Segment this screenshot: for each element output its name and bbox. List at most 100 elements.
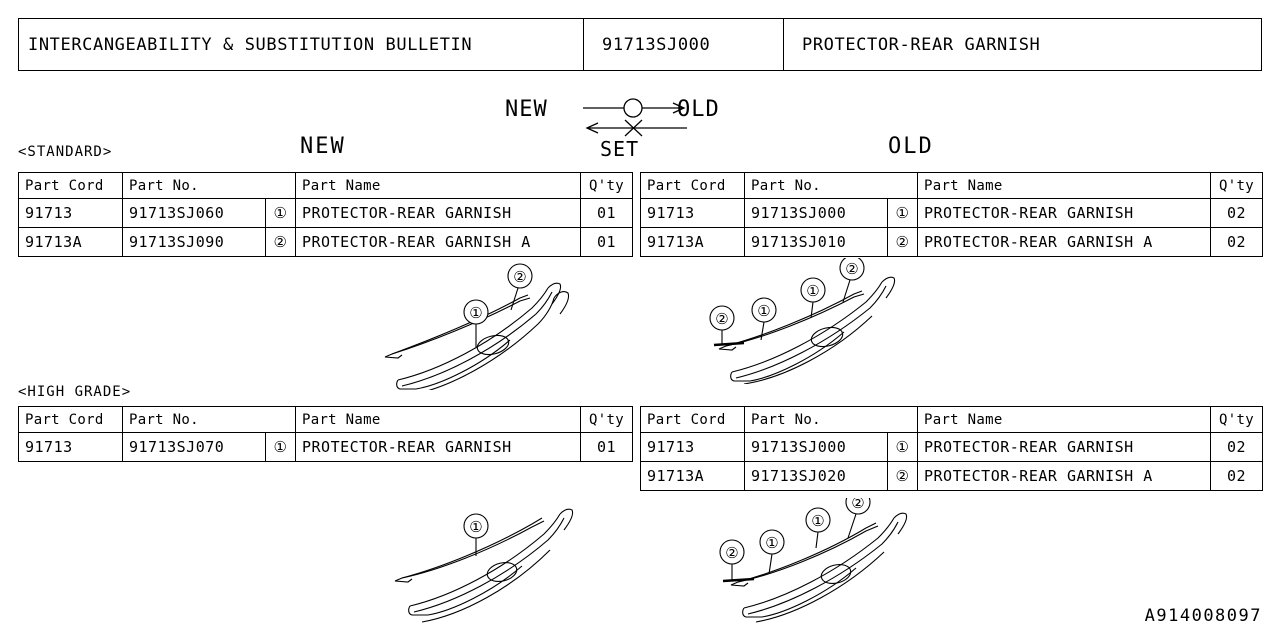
standard-old-table: Part Cord Part No. Part Name Q'ty 91713 … <box>640 172 1263 257</box>
cell-part-cord: 91713 <box>640 432 745 462</box>
table-header-row: Part Cord Part No. Part Name Q'ty <box>18 406 633 433</box>
table-header-row: Part Cord Part No. Part Name Q'ty <box>640 172 1263 199</box>
cell-part-no: 91713SJ020 <box>744 461 888 491</box>
cell-part-cord: 91713 <box>640 198 745 228</box>
callout-marker <box>463 299 489 348</box>
cell-part-name: PROTECTOR-REAR GARNISH <box>295 198 581 228</box>
table-row: 91713 91713SJ060 ① PROTECTOR-REAR GARNIS… <box>18 198 633 228</box>
cell-part-cord: 91713 <box>18 198 123 228</box>
cell-part-cord: 91713A <box>640 227 745 257</box>
col-part-no: Part No. <box>122 172 296 199</box>
table-header-row: Part Cord Part No. Part Name Q'ty <box>18 172 633 199</box>
cell-qty: 01 <box>580 227 633 257</box>
cell-qty: 01 <box>580 198 633 228</box>
cell-part-cord: 91713A <box>640 461 745 491</box>
col-part-no: Part No. <box>122 406 296 433</box>
cell-qty: 02 <box>1210 461 1263 491</box>
bulletin-part-name: PROTECTOR-REAR GARNISH <box>802 34 1041 55</box>
col-part-name: Part Name <box>917 172 1211 199</box>
callout-label-1: ① <box>469 518 482 536</box>
standard-old-heading: OLD <box>888 134 934 159</box>
cell-qty: 02 <box>1210 432 1263 462</box>
table-row: 91713A 91713SJ020 ② PROTECTOR-REAR GARNI… <box>640 461 1263 491</box>
callout-marker <box>463 513 489 556</box>
legend-new-label: NEW <box>505 97 548 122</box>
standard-new-heading: NEW <box>300 134 346 159</box>
callout-label-1: ② <box>725 544 738 562</box>
high-grade-new-illustration: ① <box>394 508 574 623</box>
table-row: 91713 91713SJ000 ① PROTECTOR-REAR GARNIS… <box>640 198 1263 228</box>
callout-label-2: ① <box>757 302 770 320</box>
bulletin-part-number: 91713SJ000 <box>584 19 784 70</box>
standard-new-table: Part Cord Part No. Part Name Q'ty 91713 … <box>18 172 633 257</box>
col-part-name: Part Name <box>295 172 581 199</box>
col-part-no: Part No. <box>744 406 918 433</box>
col-part-name: Part Name <box>917 406 1211 433</box>
callout-marker <box>719 539 755 583</box>
callout-marker <box>845 498 871 539</box>
table-header-row: Part Cord Part No. Part Name Q'ty <box>640 406 1263 433</box>
cell-part-name: PROTECTOR-REAR GARNISH A <box>917 227 1211 257</box>
callout-label-1: ② <box>715 310 728 328</box>
high-grade-old-illustration: ② ① ① ② <box>719 498 908 623</box>
col-part-name: Part Name <box>295 406 581 433</box>
section-label-standard: <STANDARD> <box>18 144 113 160</box>
bulletin-header-bar: INTERCANGEABILITY & SUBSTITUTION BULLETI… <box>18 18 1262 71</box>
table-row: 91713 91713SJ000 ① PROTECTOR-REAR GARNIS… <box>640 432 1263 462</box>
cell-part-name: PROTECTOR-REAR GARNISH <box>917 432 1211 462</box>
cell-callout-mark: ② <box>265 227 296 257</box>
callout-marker <box>839 258 865 303</box>
cell-part-cord: 91713 <box>18 432 123 462</box>
callout-label-2: ② <box>513 268 526 286</box>
callout-label-2: ① <box>765 534 778 552</box>
col-part-cord: Part Cord <box>640 172 745 199</box>
cell-part-no: 91713SJ090 <box>122 227 266 257</box>
substitution-legend: NEW OLD SET <box>505 97 745 165</box>
table-row: 91713 91713SJ070 ① PROTECTOR-REAR GARNIS… <box>18 432 633 462</box>
cell-part-no: 91713SJ010 <box>744 227 888 257</box>
cell-callout-mark: ② <box>887 227 918 257</box>
cell-part-cord: 91713A <box>18 227 123 257</box>
cell-callout-mark: ① <box>887 198 918 228</box>
cell-part-name: PROTECTOR-REAR GARNISH A <box>295 227 581 257</box>
cell-part-name: PROTECTOR-REAR GARNISH <box>917 198 1211 228</box>
document-number: A914008097 <box>1144 606 1262 626</box>
cell-part-no: 91713SJ000 <box>744 432 888 462</box>
col-qty: Q'ty <box>580 406 633 433</box>
cell-part-no: 91713SJ060 <box>122 198 266 228</box>
callout-label-4: ② <box>851 498 864 512</box>
cell-part-name: PROTECTOR-REAR GARNISH <box>295 432 581 462</box>
callout-marker <box>751 297 777 341</box>
cell-part-name: PROTECTOR-REAR GARNISH A <box>917 461 1211 491</box>
table-row: 91713A 91713SJ090 ② PROTECTOR-REAR GARNI… <box>18 227 633 257</box>
high-grade-old-table: Part Cord Part No. Part Name Q'ty 91713 … <box>640 406 1263 491</box>
bulletin-title: INTERCANGEABILITY & SUBSTITUTION BULLETI… <box>19 19 584 70</box>
cell-qty: 01 <box>580 432 633 462</box>
cell-callout-mark: ① <box>265 198 296 228</box>
cell-callout-mark: ① <box>887 432 918 462</box>
callout-label-3: ① <box>806 282 819 300</box>
legend-old-label: OLD <box>677 97 720 122</box>
section-label-high-grade: <HIGH GRADE> <box>18 384 132 400</box>
standard-old-illustration: ② ① ① ② <box>709 258 896 384</box>
table-row: 91713A 91713SJ010 ② PROTECTOR-REAR GARNI… <box>640 227 1263 257</box>
cell-callout-mark: ① <box>265 432 296 462</box>
legend-set-label: SET <box>600 137 640 161</box>
legend-arrows-icon <box>583 98 687 137</box>
col-qty: Q'ty <box>1210 172 1263 199</box>
callout-label-4: ② <box>845 260 858 278</box>
cell-qty: 02 <box>1210 198 1263 228</box>
callout-marker <box>507 263 533 311</box>
standard-new-illustration: ① ② <box>384 263 570 390</box>
cell-part-no: 91713SJ000 <box>744 198 888 228</box>
cell-qty: 02 <box>1210 227 1263 257</box>
col-part-cord: Part Cord <box>640 406 745 433</box>
col-part-cord: Part Cord <box>18 406 123 433</box>
high-grade-new-table: Part Cord Part No. Part Name Q'ty 91713 … <box>18 406 633 462</box>
callout-marker <box>805 507 831 549</box>
callout-marker <box>759 529 785 575</box>
callout-marker <box>800 277 826 319</box>
callout-label-1: ① <box>469 304 482 322</box>
callout-label-3: ① <box>811 512 824 530</box>
cell-part-no: 91713SJ070 <box>122 432 266 462</box>
